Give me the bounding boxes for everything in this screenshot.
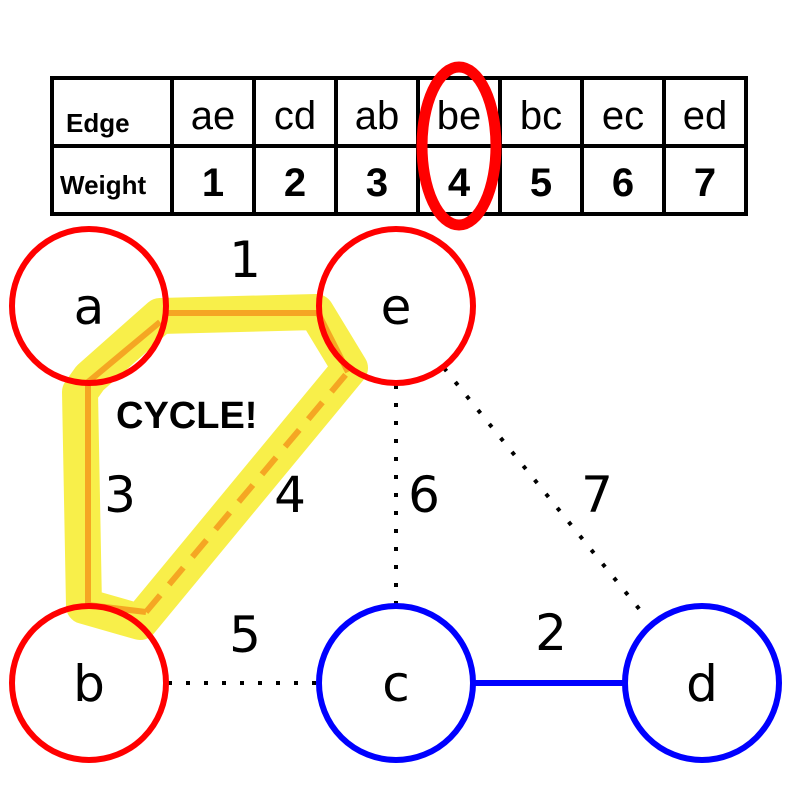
weight-label-a-e: 1 [229, 231, 261, 289]
node-a-circle [9, 226, 169, 386]
table-weight-cell-highlighted: 4 [448, 161, 471, 205]
weight-label-b-c: 5 [229, 606, 261, 664]
cycle-annotation: CYCLE! [116, 395, 257, 437]
weight-label-c-d: 2 [535, 604, 567, 662]
graph-nodes: a e b c d [9, 226, 782, 763]
node-c: c [316, 603, 476, 763]
table-edge-cell: ae [191, 94, 236, 138]
table-header-edge-label: Edge [66, 108, 130, 138]
table-edge-cell: ab [355, 94, 400, 138]
weight-label-b-e: 4 [274, 466, 306, 524]
table-edge-cell: cd [274, 94, 316, 138]
node-d-circle [622, 603, 782, 763]
node-e-circle [316, 226, 476, 386]
edge-weight-table: Edge Weight ae cd ab be bc ec ed 1 2 3 4… [50, 61, 748, 231]
table-edge-cell: bc [520, 94, 562, 138]
node-c-circle [316, 603, 476, 763]
node-d: d [622, 603, 782, 763]
node-d-label: d [686, 655, 718, 713]
table-weight-cell: 2 [284, 161, 306, 205]
table-weight-cell: 5 [530, 161, 552, 205]
node-b-label: b [73, 655, 105, 713]
table-header-weight-label: Weight [60, 170, 147, 200]
node-e-label: e [381, 278, 412, 336]
node-e: e [316, 226, 476, 386]
table-edge-cell-highlighted: be [437, 94, 482, 138]
weight-label-a-b: 3 [104, 466, 136, 524]
edge-weight-labels: 1 2 3 4 5 6 7 [104, 231, 613, 664]
table-weight-cell: 6 [612, 161, 634, 205]
graph-edges [85, 310, 642, 686]
node-b-circle [9, 603, 169, 763]
edge-b-e [143, 370, 351, 614]
table-weight-cell: 7 [694, 161, 716, 205]
cycle-outline [86, 319, 162, 385]
node-a: a [9, 226, 169, 386]
node-c-label: c [382, 655, 410, 713]
weight-label-e-c: 6 [408, 466, 440, 524]
table-edge-cell: ec [602, 94, 644, 138]
weight-label-e-d: 7 [581, 466, 613, 524]
node-a-label: a [74, 278, 105, 336]
table-weight-cell: 1 [202, 161, 224, 205]
node-b: b [9, 603, 169, 763]
highlight-oval [416, 61, 502, 231]
table-weight-cell: 3 [366, 161, 388, 205]
table-edge-cell: ed [683, 94, 728, 138]
